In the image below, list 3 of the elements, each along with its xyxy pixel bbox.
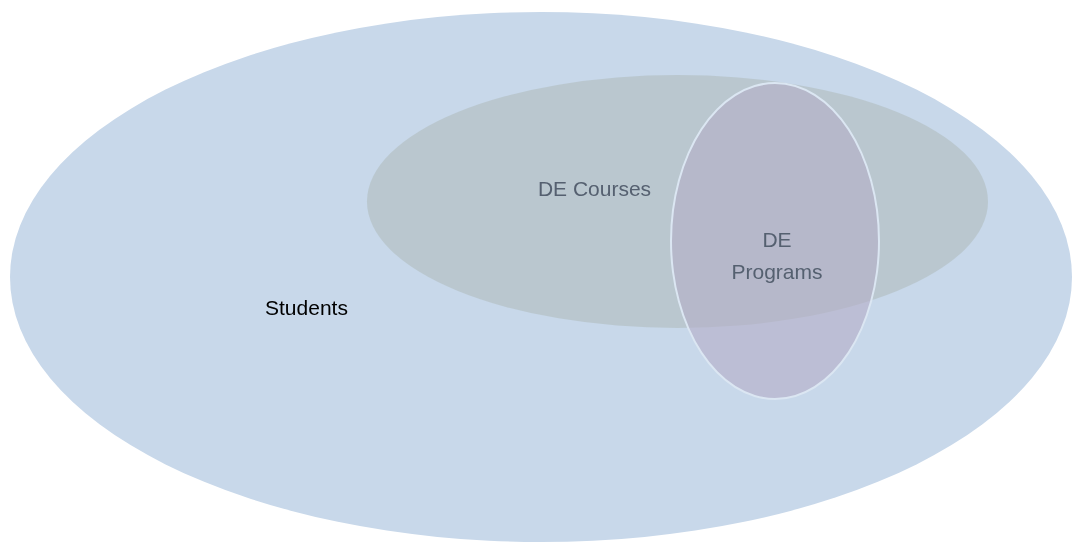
- ellipse-label: Students: [265, 295, 349, 321]
- ellipse-label: DE Courses: [536, 176, 653, 202]
- ellipse-label: DE Programs: [730, 227, 824, 285]
